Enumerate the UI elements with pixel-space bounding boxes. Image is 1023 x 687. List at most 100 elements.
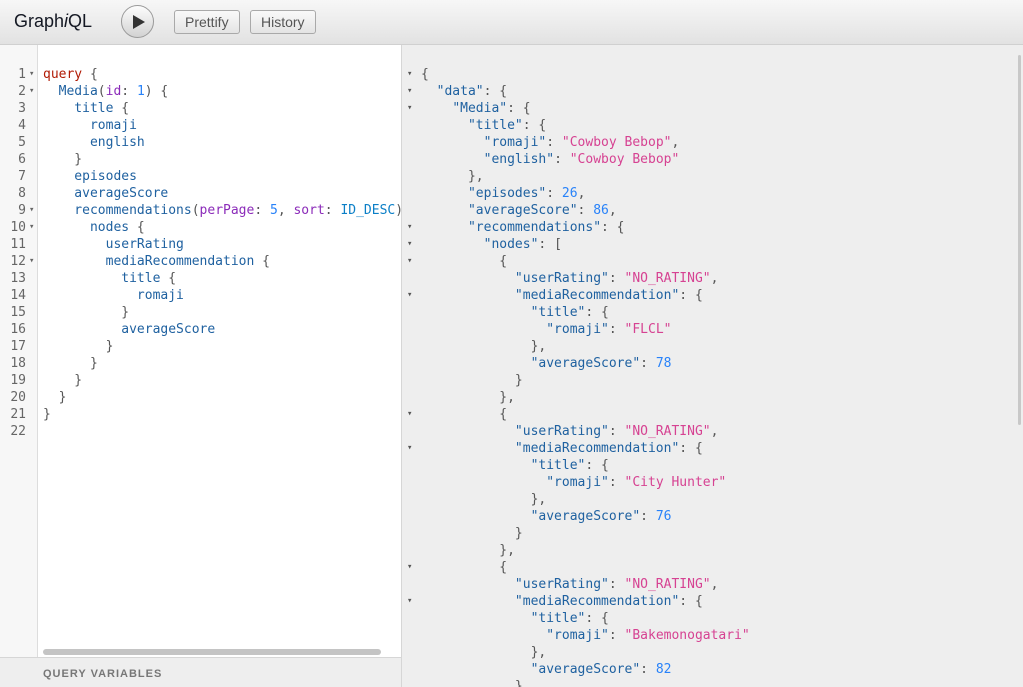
code-line[interactable]: Media(id: 1) { [43,83,169,100]
result-line: }, [421,644,547,661]
result-scrollbar[interactable] [1018,55,1021,425]
fold-toggle-icon[interactable]: ▾ [407,69,413,79]
result-token: : [608,577,625,592]
result-token: "FLCL" [624,322,672,337]
result-token: } [421,679,523,687]
code-token: sort [293,203,325,218]
result-line: "romaji": "FLCL" [421,321,671,338]
fold-toggle-icon[interactable]: ▾ [407,86,413,96]
code-token: { [129,220,145,235]
result-line: } [421,525,523,542]
result-line: "episodes": 26, [421,185,585,202]
fold-toggle-icon[interactable]: ▾ [407,103,413,113]
result-line: "title": { [421,610,609,627]
result-token: : [608,475,625,490]
result-token: "romaji" [483,135,547,150]
result-token: : [608,424,625,439]
code-line[interactable]: } [43,355,98,372]
code-line[interactable]: } [43,406,51,423]
code-line[interactable]: romaji [43,287,184,304]
fold-toggle-icon[interactable]: ▾ [407,239,413,249]
line-number: 17 [10,339,26,354]
code-token: ( [191,203,200,218]
result-line: "nodes": [ [421,236,562,253]
fold-toggle-icon[interactable]: ▾ [29,205,35,215]
code-line[interactable]: } [43,304,129,321]
code-token: episodes [43,169,137,184]
result-token: : [608,628,625,643]
code-line[interactable]: title { [43,270,176,287]
result-token: }, [421,169,484,184]
result-token: "NO_RATING" [624,577,711,592]
result-token: "mediaRecommendation" [514,288,680,303]
result-token: }, [421,390,515,405]
code-line[interactable]: } [43,338,114,355]
code-token: romaji [43,288,184,303]
code-token: 1 [136,84,145,99]
code-line[interactable]: mediaRecommendation { [43,253,270,270]
line-number: 10 [10,220,26,235]
result-token [421,237,484,252]
history-button[interactable]: History [250,10,316,34]
result-token: : { [679,594,703,609]
result-line: "mediaRecommendation": { [421,287,703,304]
result-token: }, [421,543,515,558]
result-token: : { [522,118,547,133]
result-line: "data": { [421,83,507,100]
code-line[interactable]: title { [43,100,129,117]
result-token [421,84,437,99]
code-line[interactable]: } [43,389,67,406]
result-token: : { [679,288,703,303]
fold-toggle-icon[interactable]: ▾ [29,222,35,232]
code-token: 5 [270,203,278,218]
fold-toggle-icon[interactable]: ▾ [407,256,413,266]
result-line: }, [421,168,484,185]
code-line[interactable]: english [43,134,145,151]
query-variables-bar[interactable]: QUERY VARIABLES [0,657,401,687]
code-token: ( [97,84,106,99]
fold-toggle-icon[interactable]: ▾ [407,443,413,453]
prettify-button[interactable]: Prettify [174,10,240,34]
fold-toggle-icon[interactable]: ▾ [29,86,35,96]
scrollbar-thumb[interactable] [43,649,381,655]
result-line: "romaji": "Cowboy Bebop", [421,134,680,151]
query-editor[interactable]: 1▾query {2▾ Media(id: 1) {3 title {4 rom… [0,45,403,687]
code-line[interactable]: nodes { [43,219,145,236]
result-token: { [421,254,508,269]
code-line[interactable]: averageScore [43,321,215,338]
query-variables-title[interactable]: QUERY VARIABLES [43,668,163,680]
code-token: title [43,271,161,286]
result-token: "romaji" [546,322,609,337]
code-line[interactable]: } [43,151,82,168]
code-line[interactable]: } [43,372,82,389]
result-token: : { [679,441,703,456]
code-line[interactable]: query { [43,66,98,83]
result-token: }, [421,492,547,507]
result-token: "averageScore" [530,662,641,677]
result-token: , [710,424,719,439]
result-line: { [421,406,507,423]
fold-toggle-icon[interactable]: ▾ [29,69,35,79]
code-token: } [43,390,67,405]
fold-toggle-icon[interactable]: ▾ [407,222,413,232]
fold-toggle-icon[interactable]: ▾ [407,562,413,572]
fold-toggle-icon[interactable]: ▾ [407,596,413,606]
fold-toggle-icon[interactable]: ▾ [407,290,413,300]
result-line: "averageScore": 76 [421,508,672,525]
code-line[interactable]: averageScore [43,185,168,202]
result-token [421,458,531,473]
fold-toggle-icon[interactable]: ▾ [29,256,35,266]
fold-toggle-icon[interactable]: ▾ [407,409,413,419]
line-number: 22 [10,424,26,439]
query-editor-scrollbar[interactable] [39,647,402,657]
code-line[interactable]: episodes [43,168,137,185]
code-line[interactable]: recommendations(perPage: 5, sort: ID_DES… [43,202,403,219]
result-token: : { [585,458,609,473]
result-token: { [421,407,508,422]
code-line[interactable]: userRating [43,236,184,253]
execute-query-button[interactable] [121,5,154,38]
result-token: } [421,526,523,541]
result-token: "userRating" [514,577,609,592]
result-line: "Media": { [421,100,530,117]
code-line[interactable]: romaji [43,117,137,134]
